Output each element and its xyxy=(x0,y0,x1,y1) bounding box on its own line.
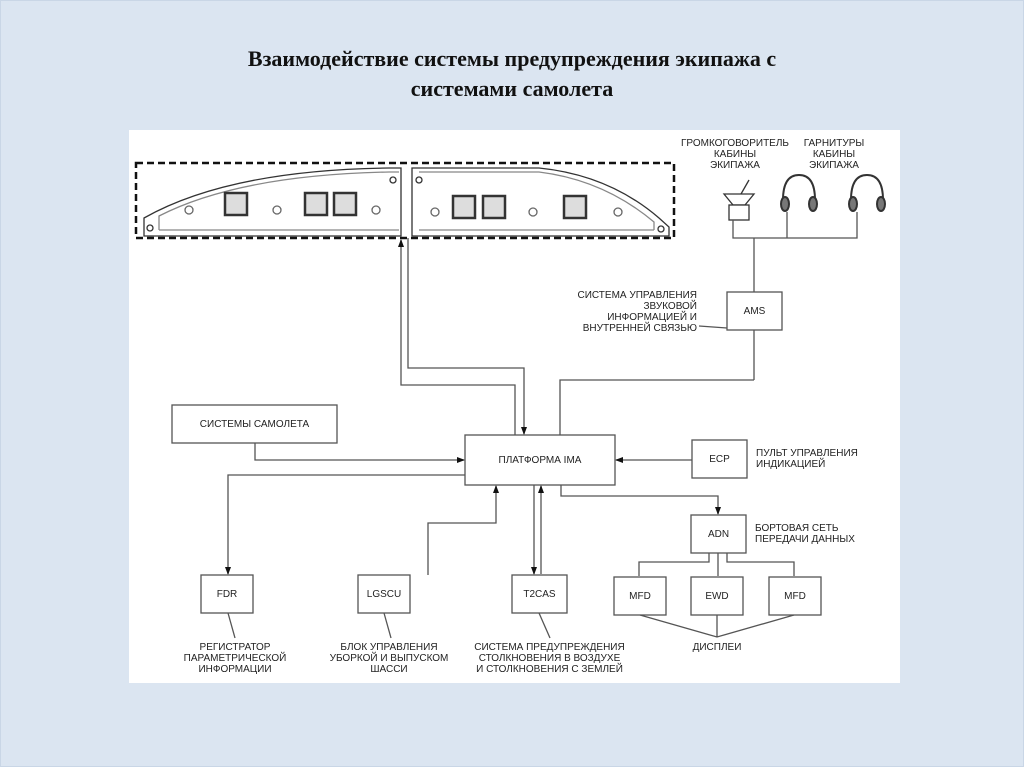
slide-title: Взаимодействие системы предупреждения эк… xyxy=(120,44,904,104)
mfd-left-label: MFD xyxy=(629,590,651,602)
diagram-canvas: AMS ПЛАТФОРМА IMA СИСТЕМЫ САМОЛЕТА ECP A… xyxy=(129,130,900,683)
aircraft-systems-to-ima-line xyxy=(254,443,465,463)
glareshield-panel-right xyxy=(411,167,670,237)
aircraft-systems-label: СИСТЕМЫ САМОЛЕТА xyxy=(199,418,310,430)
glareshield-panel-left xyxy=(143,167,402,237)
diagram-svg xyxy=(134,161,886,639)
ewd-label: EWD xyxy=(705,590,729,602)
fdr-box xyxy=(200,574,254,614)
ima-to-adn-line xyxy=(560,485,721,515)
ima-to-fdr-line xyxy=(225,474,465,575)
mfd-right-box xyxy=(768,576,822,616)
glareshield-frame xyxy=(134,161,676,240)
displays-leader-lines xyxy=(639,614,795,638)
fdr-label: FDR xyxy=(216,588,238,600)
ecp-label: ECP xyxy=(709,453,730,465)
title-line-1: Взаимодействие системы предупреждения эк… xyxy=(247,46,777,71)
ecp-box xyxy=(691,439,748,479)
headset-icon xyxy=(848,173,886,212)
ams-label: AMS xyxy=(743,305,766,317)
t2cas-description: СИСТЕМА ПРЕДУПРЕЖДЕНИЯ СТОЛКНОВЕНИЯ В ВО… xyxy=(474,642,625,675)
adn-box xyxy=(690,514,747,554)
mfd-right-label: MFD xyxy=(784,590,806,602)
ima-to-glareshield-line xyxy=(398,239,516,435)
lgscu-box xyxy=(357,574,411,614)
headsets-caption: ГАРНИТУРЫ КАБИНЫ ЭКИПАЖА xyxy=(803,138,865,171)
ewd-box xyxy=(690,576,744,616)
t2cas-label: T2CAS xyxy=(523,588,556,600)
adn-label: ADN xyxy=(707,528,730,540)
ams-box xyxy=(726,291,783,331)
ima-label: ПЛАТФОРМА IMA xyxy=(498,454,582,466)
displays-caption: ДИСПЛЕИ xyxy=(692,642,742,653)
ima-box xyxy=(464,434,616,486)
adn-to-displays-lines xyxy=(638,553,795,576)
audio-bus-line xyxy=(732,212,858,292)
title-line-2: системами самолета xyxy=(410,76,614,101)
headset-icon xyxy=(780,173,818,212)
lgscu-label: LGSCU xyxy=(366,588,402,600)
aircraft-systems-box xyxy=(171,404,338,444)
lgscu-to-ima-line xyxy=(427,485,499,575)
adn-description: БОРТОВАЯ СЕТЬ ПЕРЕДАЧИ ДАННЫХ xyxy=(755,523,855,545)
ecp-description: ПУЛЬТ УПРАВЛЕНИЯ ИНДИКАЦИЕЙ xyxy=(756,448,858,470)
loudspeaker-icon xyxy=(722,179,756,221)
glareshield-to-ima-line xyxy=(407,238,527,435)
ams-description: СИСТЕМА УПРАВЛЕНИЯ ЗВУКОВОЙ ИНФОРМАЦИЕЙ … xyxy=(577,290,698,334)
loudspeaker-caption: ГРОМКОГОВОРИТЕЛЬ КАБИНЫ ЭКИПАЖА xyxy=(681,138,789,171)
lgscu-description: БЛОК УПРАВЛЕНИЯ УБОРКОЙ И ВЫПУСКОМ ШАССИ xyxy=(329,642,449,675)
fdr-description: РЕГИСТРАТОР ПАРАМЕТРИЧЕСКОЙ ИНФОРМАЦИИ xyxy=(183,642,287,675)
